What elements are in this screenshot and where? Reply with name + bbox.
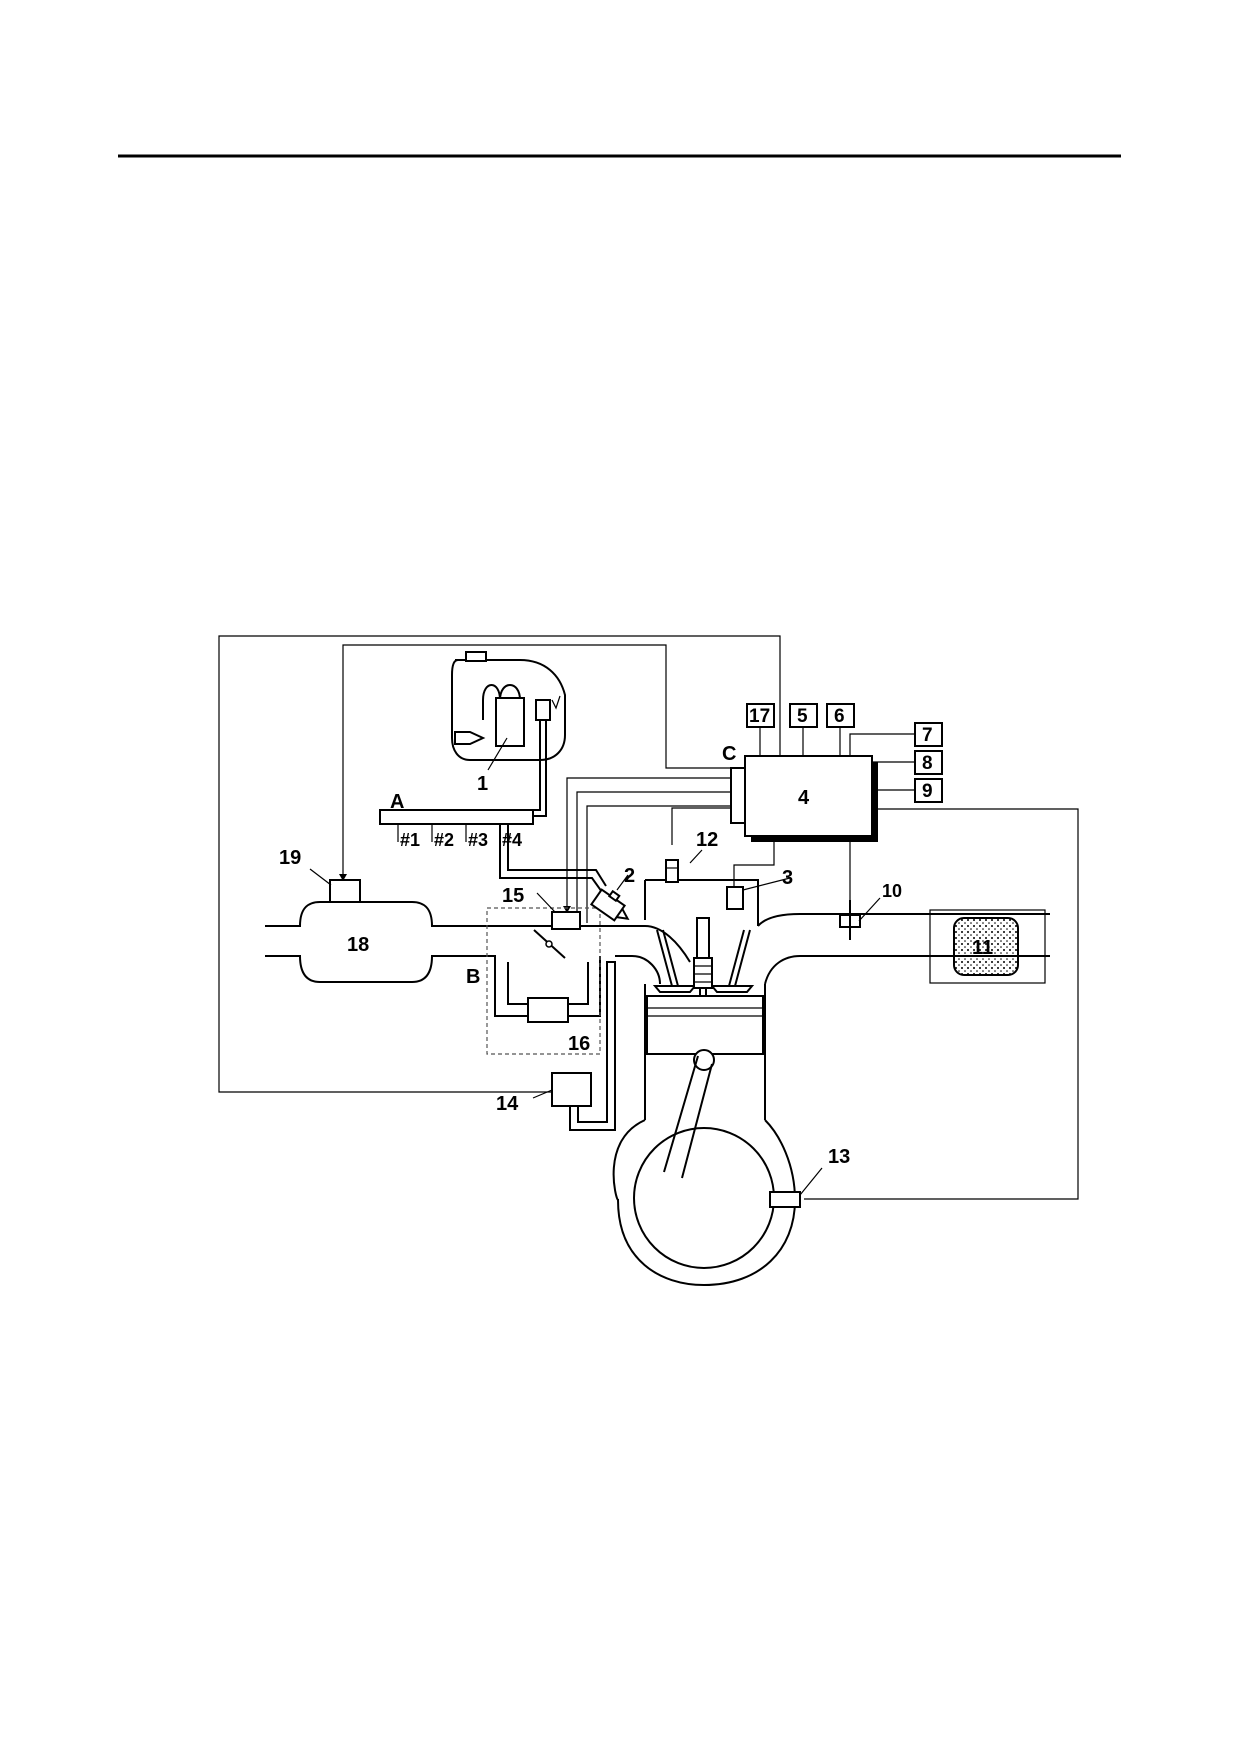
fuel-rail bbox=[379, 809, 607, 893]
crankcase bbox=[612, 1119, 801, 1287]
part-15-label: 15 bbox=[502, 885, 524, 907]
cyl-4-label: #4 bbox=[502, 830, 522, 850]
ecu-box bbox=[730, 755, 878, 842]
input-box-5 bbox=[789, 703, 818, 728]
cylinder-walls bbox=[644, 984, 766, 1120]
cyl-1-label: #1 bbox=[400, 830, 420, 850]
cyl-3-label: #3 bbox=[468, 830, 488, 850]
part-1-label: 1 bbox=[477, 773, 488, 795]
part-16-label: 16 bbox=[568, 1033, 590, 1055]
part-5-label: 5 bbox=[797, 706, 808, 727]
part-8-label: 8 bbox=[922, 753, 933, 774]
part-3-label: 3 bbox=[782, 867, 793, 889]
part-2-label: 2 bbox=[624, 865, 635, 887]
part-10-label: 10 bbox=[882, 881, 902, 901]
part-7-label: 7 bbox=[922, 725, 933, 746]
intake-air-temp-sensor bbox=[839, 900, 861, 940]
part-18-label: 18 bbox=[347, 934, 369, 956]
fuel-injector bbox=[589, 888, 630, 922]
part-19-label: 19 bbox=[279, 847, 301, 869]
label-c: C bbox=[722, 743, 736, 765]
labels: A B C #1 #2 #3 #4 1 2 3 4 5 6 7 8 9 10 1… bbox=[279, 706, 993, 1168]
part-4-label: 4 bbox=[798, 787, 810, 809]
input-box-17 bbox=[746, 703, 775, 728]
part-17-label: 17 bbox=[749, 706, 770, 727]
wiring bbox=[218, 635, 1079, 1200]
cyl-2-label: #2 bbox=[434, 830, 454, 850]
fuel-tank bbox=[451, 651, 566, 817]
label-b: B bbox=[466, 966, 480, 988]
leader-lines bbox=[309, 849, 881, 1196]
input-box-6 bbox=[826, 703, 855, 728]
cylinder-head bbox=[644, 859, 1050, 997]
label-a: A bbox=[390, 791, 404, 813]
part-14-label: 14 bbox=[496, 1093, 519, 1115]
part-6-label: 6 bbox=[834, 706, 845, 727]
input-box-7 bbox=[914, 722, 943, 747]
input-box-8 bbox=[914, 750, 943, 775]
catalytic-converter bbox=[929, 909, 1046, 984]
piston bbox=[646, 995, 764, 1179]
part-13-label: 13 bbox=[828, 1146, 850, 1168]
part-11-label: 11 bbox=[972, 937, 993, 959]
part-9-label: 9 bbox=[922, 781, 933, 802]
part-12-label: 12 bbox=[696, 829, 718, 851]
atmospheric-pressure-sensor bbox=[551, 1072, 592, 1107]
input-box-9 bbox=[914, 778, 943, 803]
intake-tract bbox=[265, 879, 691, 1055]
